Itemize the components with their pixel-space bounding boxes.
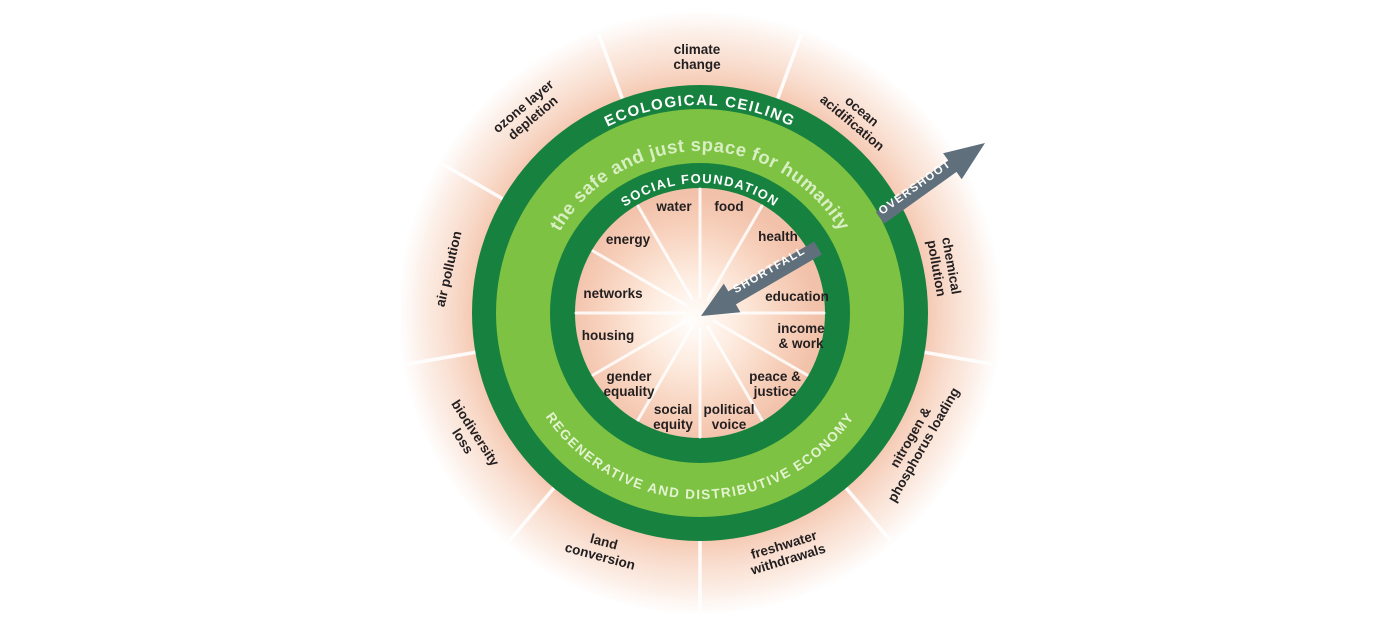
foundation-labels: water food health education income& work… — [582, 199, 829, 432]
foundation-label-water: water — [655, 199, 692, 214]
doughnut-hole — [575, 188, 825, 438]
foundation-label-networks: networks — [583, 286, 642, 301]
foundation-label-food: food — [714, 199, 743, 214]
foundation-label-peace-justice: peace &justice — [749, 369, 801, 399]
foundation-label-housing: housing — [582, 328, 635, 343]
foundation-label-education: education — [765, 289, 829, 304]
foundation-label-income-work: income& work — [777, 321, 825, 351]
foundation-label-health: health — [758, 229, 798, 244]
foundation-label-energy: energy — [606, 232, 651, 247]
